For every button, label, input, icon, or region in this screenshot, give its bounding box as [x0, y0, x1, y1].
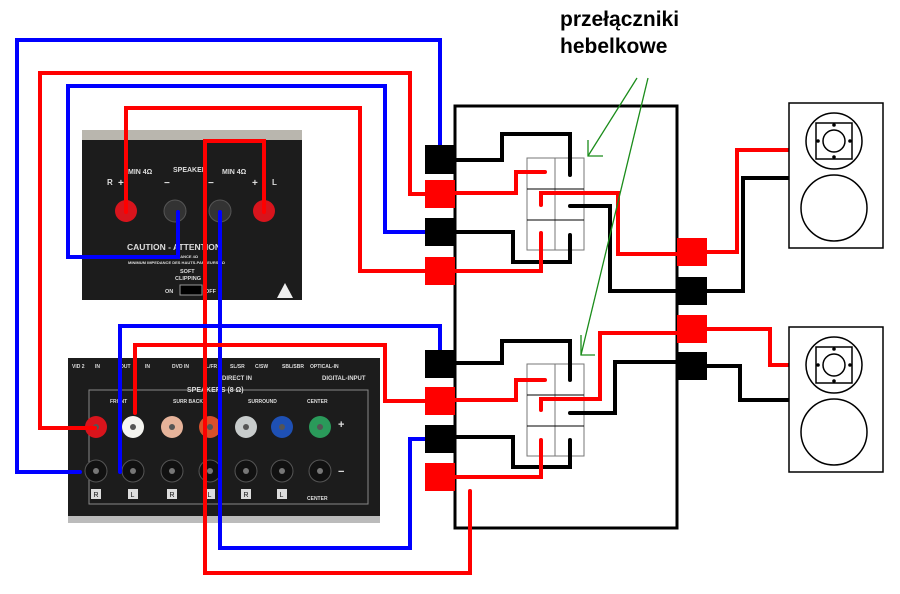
input-label: IN	[145, 364, 150, 370]
arrow-to-switch-1	[587, 77, 638, 157]
direct-in-label: DIRECT IN	[222, 376, 252, 382]
min-label-left: MIN 4Ω	[128, 169, 153, 176]
wire-red	[38, 71, 427, 430]
speaker-2	[788, 326, 884, 473]
wire-blue	[15, 38, 442, 474]
input-label: IN	[95, 364, 100, 370]
channel-label: R	[244, 492, 249, 499]
surround-label: SURROUND	[248, 399, 277, 405]
wire-red	[203, 139, 472, 575]
input-label: OPTICAL-IN	[310, 364, 339, 370]
center-label: CENTER	[307, 399, 328, 405]
impedance-text-fr: MINIMUM IMPEDANCE DES HAUTS-PARLEURS 4Ω	[128, 260, 226, 265]
wire-blue	[218, 210, 427, 550]
input-label: C/SW	[255, 364, 268, 370]
terminal-black	[677, 352, 707, 380]
channel-label: L	[280, 492, 284, 499]
plus-label: +	[118, 178, 124, 189]
speaker-label: SPEAKER	[173, 167, 207, 174]
min-label-right: MIN 4Ω	[222, 169, 247, 176]
channel-label: L	[131, 492, 135, 499]
terminal-red	[425, 180, 455, 208]
terminal-black	[425, 145, 455, 174]
input-label: FL/FR	[203, 364, 218, 370]
input-label: SL/SR	[230, 364, 245, 370]
terminal-red	[425, 257, 455, 285]
toggle-switch-2	[526, 363, 585, 457]
minus-label: −	[208, 178, 214, 189]
channel-label: R	[94, 492, 99, 499]
caution-text: CAUTION - ATTENTION	[127, 242, 221, 252]
terminal-red	[425, 463, 455, 491]
wire-blue	[118, 324, 442, 474]
terminal-r-minus	[163, 199, 187, 223]
r-label: R	[107, 178, 113, 187]
input-label: VID 2	[72, 364, 85, 370]
annotation-line2: hebelkowe	[560, 35, 668, 58]
amplifier-top-panel: SPEAKER MIN 4Ω MIN 4Ω R L + − − + CAUTIO…	[82, 130, 302, 300]
clipping-switch	[179, 284, 203, 296]
plus-label: +	[252, 178, 258, 189]
digital-input-label: DIGITAL-INPUT	[322, 376, 366, 382]
off-label: OFF	[205, 289, 217, 295]
woofer-icon	[800, 174, 868, 242]
center-bottom-label: CENTER	[307, 496, 328, 502]
receiver-bottom-panel: VID 2 IN OUT IN DVD IN FL/FR SL/SR C/SW SBL/SBR O…	[68, 358, 380, 523]
surr-back-label: SURR BACK	[173, 399, 203, 405]
input-label: DVD IN	[172, 364, 189, 370]
plus-sign: +	[338, 419, 344, 431]
wire-blue	[66, 84, 427, 259]
terminals	[425, 145, 707, 491]
input-label: SBL/SBR	[282, 364, 304, 370]
channel-label: R	[170, 492, 175, 499]
switch-box	[453, 104, 679, 530]
terminal-red	[677, 315, 707, 343]
annotation-arrows	[580, 77, 649, 356]
terminal-black	[425, 350, 455, 378]
speakers-label: SPEAKERS (8 Ω)	[187, 387, 244, 394]
channel-label: L	[208, 492, 212, 499]
woofer-icon	[800, 398, 868, 466]
annotation-line1: przełączniki	[560, 8, 680, 31]
terminal-black	[425, 425, 455, 453]
terminal-black	[677, 277, 707, 305]
input-label: OUT	[120, 364, 131, 370]
minus-sign: −	[338, 466, 344, 478]
terminal-black	[425, 218, 455, 246]
wire-red	[133, 343, 427, 415]
terminal-red	[677, 238, 707, 266]
speaker-1	[788, 102, 884, 249]
on-label: ON	[165, 289, 173, 295]
soft-label: SOFT	[180, 269, 195, 275]
l-label: L	[272, 178, 277, 187]
wire-red	[124, 106, 427, 273]
arrow-to-switch-2	[580, 77, 649, 356]
clipping-label: CLIPPING	[175, 276, 201, 282]
terminal-red	[425, 387, 455, 415]
wires	[15, 38, 791, 575]
minus-label: −	[164, 178, 170, 189]
